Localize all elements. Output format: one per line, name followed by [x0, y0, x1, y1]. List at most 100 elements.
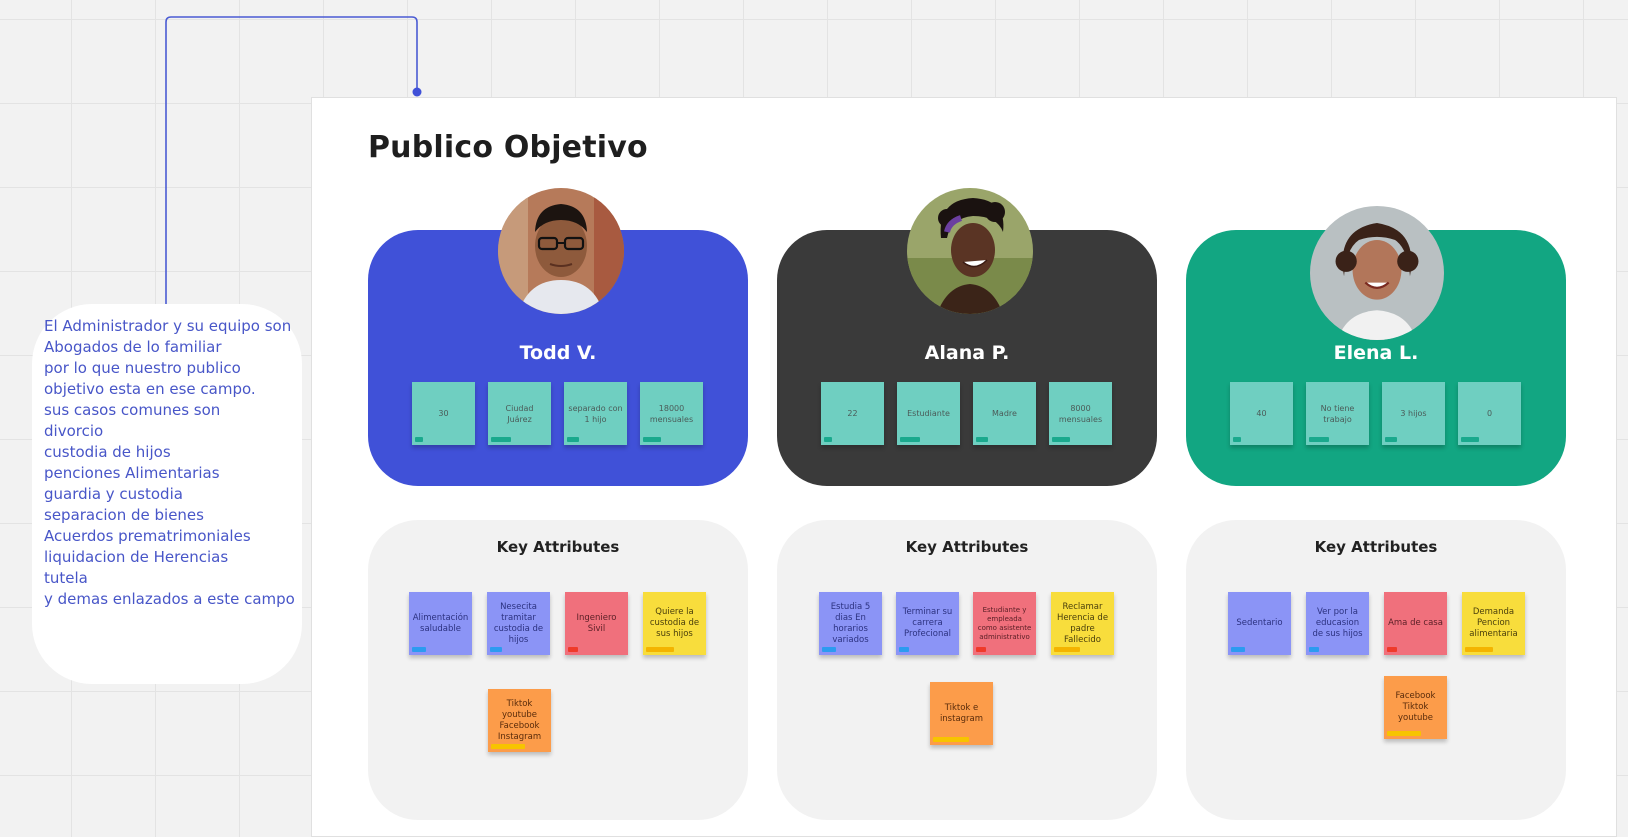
stat-sticky[interactable]: 40 — [1230, 382, 1293, 445]
attribute-text: Nesecita tramitar custodia de hijos — [493, 601, 544, 645]
attribute-sticky[interactable]: Ver por la educasion de sus hijos — [1306, 592, 1369, 655]
sticky-tag — [646, 647, 674, 652]
persona-name: Alana P. — [924, 342, 1010, 364]
text-note[interactable]: El Administrador y su equipo son Abogado… — [32, 304, 302, 684]
attribute-sticky[interactable]: Terminar su carrera Profecional — [896, 592, 959, 655]
stat-sticky[interactable]: 3 hijos — [1382, 382, 1445, 445]
sticky-tag — [1309, 437, 1329, 442]
attribute-text: Reclamar Herencia de padre Fallecido — [1056, 601, 1109, 645]
stat-text: 3 hijos — [1400, 409, 1427, 418]
attribute-text: Facebook Tiktok youtube — [1395, 691, 1436, 723]
persona-name: Todd V. — [519, 342, 597, 364]
stat-sticky[interactable]: Estudiante — [897, 382, 960, 445]
attribute-text: Alimentación saludable — [412, 612, 469, 634]
note-line: tutela — [44, 569, 88, 587]
stat-text: No tiene trabajo — [1320, 403, 1355, 424]
sticky-tag — [1387, 731, 1421, 736]
stat-sticky[interactable]: 18000 mensuales — [640, 382, 703, 445]
sticky-tag — [824, 437, 832, 442]
key-attributes-title: Key Attributes — [905, 538, 1029, 556]
sticky-tag — [567, 437, 579, 442]
stat-text: 30 — [438, 409, 449, 418]
person-photo-icon — [498, 188, 624, 314]
attribute-text: Demanda Pencion alimentaria — [1469, 607, 1518, 639]
sticky-tag — [1385, 437, 1397, 442]
attribute-sticky[interactable]: Ingeniero Sivil — [565, 592, 628, 655]
note-line: El Administrador y su equipo son — [44, 317, 292, 335]
note-line: separacion de bienes — [44, 506, 204, 524]
attribute-sticky[interactable]: Alimentación saludable — [409, 592, 472, 655]
attribute-text: Ama de casa — [1388, 618, 1443, 628]
attribute-sticky[interactable]: Nesecita tramitar custodia de hijos — [487, 592, 550, 655]
attribute-text: Tiktok e instagram — [939, 702, 984, 724]
note-line: sus casos comunes son — [44, 401, 221, 419]
stat-text: 40 — [1256, 409, 1267, 418]
attribute-sticky[interactable]: Estudiante y empleada como asistente adm… — [973, 592, 1036, 655]
avatar — [498, 188, 624, 314]
attribute-text: Terminar su carrera Profecional — [902, 607, 953, 639]
note-line: objetivo esta en ese campo. — [44, 380, 256, 398]
persona-name: Elena L. — [1333, 342, 1419, 364]
attribute-sticky[interactable]: Facebook Tiktok youtube — [1384, 676, 1447, 739]
note-line: y demas enlazados a este campo — [44, 590, 295, 608]
sticky-tag — [415, 437, 423, 442]
stat-sticky[interactable]: 0 — [1458, 382, 1521, 445]
sticky-tag — [643, 437, 661, 442]
attribute-sticky[interactable]: Reclamar Herencia de padre Fallecido — [1051, 592, 1114, 655]
stat-sticky[interactable]: separado con 1 hijo — [564, 382, 627, 445]
note-line: por lo que nuestro publico — [44, 359, 241, 377]
sticky-tag — [1461, 437, 1479, 442]
stat-sticky[interactable]: No tiene trabajo — [1306, 382, 1369, 445]
note-line: Acuerdos prematrimoniales — [44, 527, 251, 545]
sticky-tag — [490, 647, 502, 652]
key-attributes-title: Key Attributes — [1314, 538, 1438, 556]
attribute-text: Sedentario — [1236, 618, 1283, 628]
key-attributes-title: Key Attributes — [496, 538, 620, 556]
stat-sticky[interactable]: 30 — [412, 382, 475, 445]
avatar — [1310, 206, 1444, 340]
stat-text: Estudiante — [907, 409, 950, 418]
persona-card-elena[interactable]: Elena L. 40 No tiene trabajo 3 hijos 0 — [1186, 206, 1566, 486]
attribute-text: Quiere la custodia de sus hijos — [649, 607, 700, 639]
sticky-tag — [1233, 437, 1241, 442]
attribute-sticky[interactable]: Estudia 5 dias En horarios variados — [819, 592, 882, 655]
attribute-sticky[interactable]: Sedentario — [1228, 592, 1291, 655]
note-line: divorcio — [44, 422, 104, 440]
sticky-tag — [1052, 437, 1070, 442]
sticky-tag — [1465, 647, 1493, 652]
attribute-text: Estudiante y empleada como asistente adm… — [977, 605, 1032, 641]
note-line: Abogados de lo familiar — [44, 338, 222, 356]
note-line: liquidacion de Herencias — [44, 548, 229, 566]
stat-sticky[interactable]: Madre — [973, 382, 1036, 445]
sticky-tag — [412, 647, 426, 652]
sticky-tag — [976, 647, 986, 652]
sticky-tag — [822, 647, 836, 652]
attribute-sticky[interactable]: Tiktok e instagram — [930, 682, 993, 745]
attribute-sticky[interactable]: Demanda Pencion alimentaria — [1462, 592, 1525, 655]
sticky-tag — [1387, 647, 1397, 652]
stat-sticky[interactable]: 8000 mensuales — [1049, 382, 1112, 445]
persona-card-todd[interactable]: Todd V. 30 Ciudad Juárez separado con 1 … — [368, 188, 748, 486]
stat-text: 18000 mensuales — [649, 403, 694, 424]
key-attributes-elena[interactable]: Key Attributes Sedentario Ver por la edu… — [1186, 520, 1566, 820]
attribute-text: Tiktok youtube Facebook Instagram — [497, 698, 542, 742]
person-photo-icon — [1310, 206, 1444, 340]
attribute-sticky[interactable]: Tiktok youtube Facebook Instagram — [488, 689, 551, 752]
sticky-tag — [933, 737, 969, 742]
sticky-tag — [1054, 647, 1080, 652]
attribute-sticky[interactable]: Ama de casa — [1384, 592, 1447, 655]
stat-text: 22 — [847, 409, 858, 418]
persona-card-alana[interactable]: Alana P. 22 Estudiante Madre 8000 mensua… — [777, 188, 1157, 486]
stat-sticky[interactable]: Ciudad Juárez — [488, 382, 551, 445]
key-attributes-todd[interactable]: Key Attributes Alimentación saludable Ne… — [368, 520, 748, 820]
attribute-sticky[interactable]: Quiere la custodia de sus hijos — [643, 592, 706, 655]
stat-text: 8000 mensuales — [1058, 403, 1103, 424]
frame-title: Publico Objetivo — [368, 130, 648, 165]
sticky-tag — [900, 437, 920, 442]
stat-text: Madre — [992, 409, 1017, 418]
key-attributes-alana[interactable]: Key Attributes Estudia 5 dias En horario… — [777, 520, 1157, 820]
stat-text: 0 — [1486, 409, 1493, 418]
sticky-tag — [568, 647, 578, 652]
publico-objetivo-frame[interactable]: Publico Objetivo Todd V. 30 Ciudad Juáre… — [311, 97, 1617, 837]
stat-sticky[interactable]: 22 — [821, 382, 884, 445]
